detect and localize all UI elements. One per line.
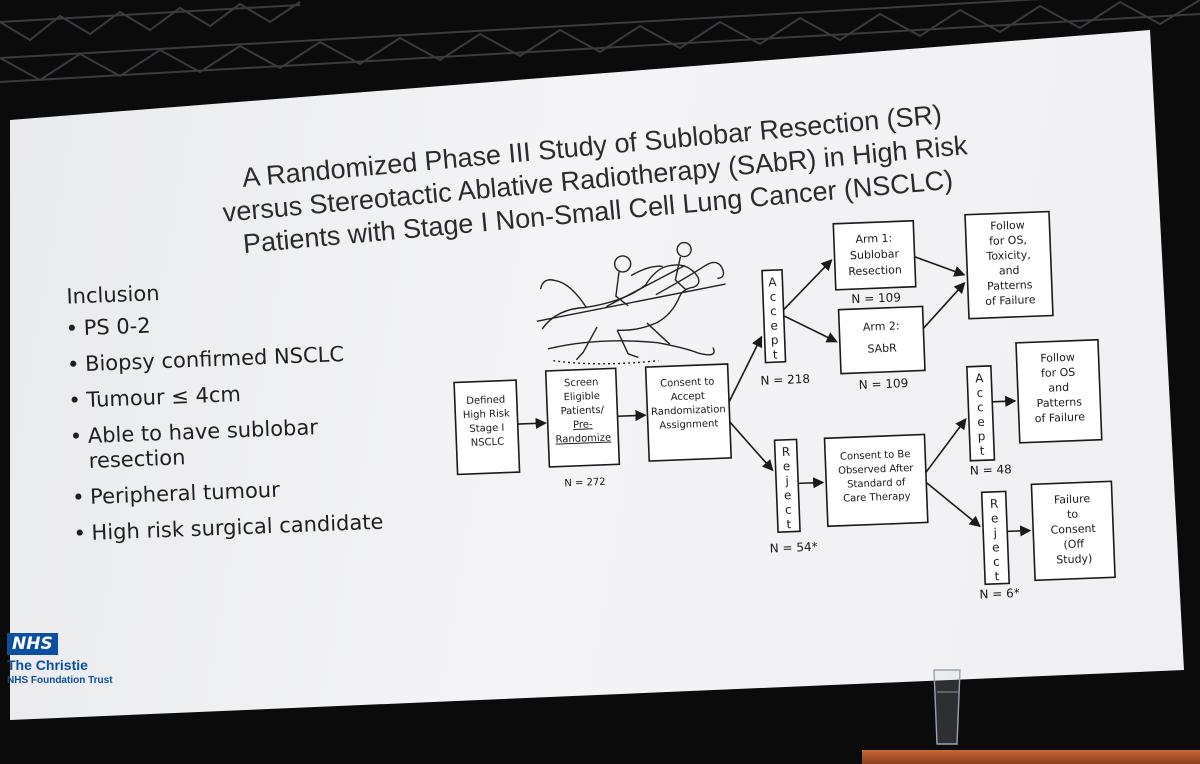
reject2-label: Reject: [990, 497, 1002, 584]
racehorse-illustration: [536, 241, 726, 365]
stage-truss: [0, 0, 1200, 83]
screen-count: N = 272: [564, 477, 606, 490]
consent-observe-box: [823, 433, 929, 528]
arm2-text: Arm 2:SAbR: [863, 319, 901, 355]
accept-count: N = 218: [760, 372, 810, 388]
logo-organisation: The Christie: [7, 657, 88, 673]
accept-label: Accept: [768, 275, 780, 362]
podium: [862, 750, 1200, 764]
consent-randomization-text: Consent toAcceptRandomizationAssignment: [650, 376, 727, 432]
arm1-count: N = 109: [851, 290, 901, 306]
arrow-observe-accept2: [925, 417, 967, 473]
logo-trust: NHS Foundation Trust: [7, 675, 113, 686]
reject-count: N = 54*: [769, 540, 817, 556]
nhs-logo: NHS The Christie NHS Foundation Trust: [7, 633, 147, 687]
arrow-screen-consent: [617, 409, 647, 422]
follow-box-1: [964, 210, 1054, 320]
arrow-accept-arm2: [783, 315, 838, 343]
arrow-defined-screen: [517, 417, 547, 429]
arm1-box: [832, 219, 917, 291]
reject-box: [773, 438, 801, 534]
accept2-label: Accept: [975, 371, 987, 458]
water-glass: [933, 669, 961, 745]
accept2-count: N = 48: [970, 462, 1012, 478]
arrow-consent-accept: [728, 335, 763, 403]
arrow-reject-observe: [798, 477, 825, 489]
arrow-observe-reject2: [925, 481, 981, 528]
nhs-badge: NHS: [7, 633, 58, 655]
arrow-reject2-failure: [1007, 525, 1032, 537]
defined-box: [453, 379, 521, 476]
screen-text: ScreenEligiblePatients/Pre-Randomize: [553, 377, 611, 446]
consent-randomization-box: [644, 363, 733, 462]
reject-label: Reject: [782, 445, 794, 532]
follow-text-1: Followfor OS,Toxicity,andPatternsof Fail…: [982, 218, 1036, 308]
follow-text-2: Followfor OSandPatternsof Failure: [1032, 350, 1085, 425]
arrow-consent-reject: [729, 421, 774, 472]
arrow-arm1-follow: [914, 255, 966, 277]
reject-box-2: [980, 490, 1011, 586]
reject2-count: N = 6*: [979, 586, 1020, 602]
arrow-accept-arm1: [782, 259, 833, 311]
arm2-box: [837, 305, 926, 375]
follow-box-2: [1015, 338, 1103, 444]
defined-text: DefinedHigh RiskStage INSCLC: [462, 394, 511, 449]
arm2-count: N = 109: [858, 376, 908, 392]
consent-observe-text: Consent to BeObserved AfterStandard ofCa…: [837, 449, 915, 505]
arrow-arm2-follow: [922, 281, 966, 329]
arrow-accept2-follow: [992, 395, 1017, 407]
failure-text: FailuretoConsent(OffStudy): [1049, 492, 1098, 567]
arm1-text: Arm 1:SublobarResection: [847, 231, 902, 278]
failure-box: [1030, 480, 1116, 582]
accept-box-2: [966, 365, 996, 462]
